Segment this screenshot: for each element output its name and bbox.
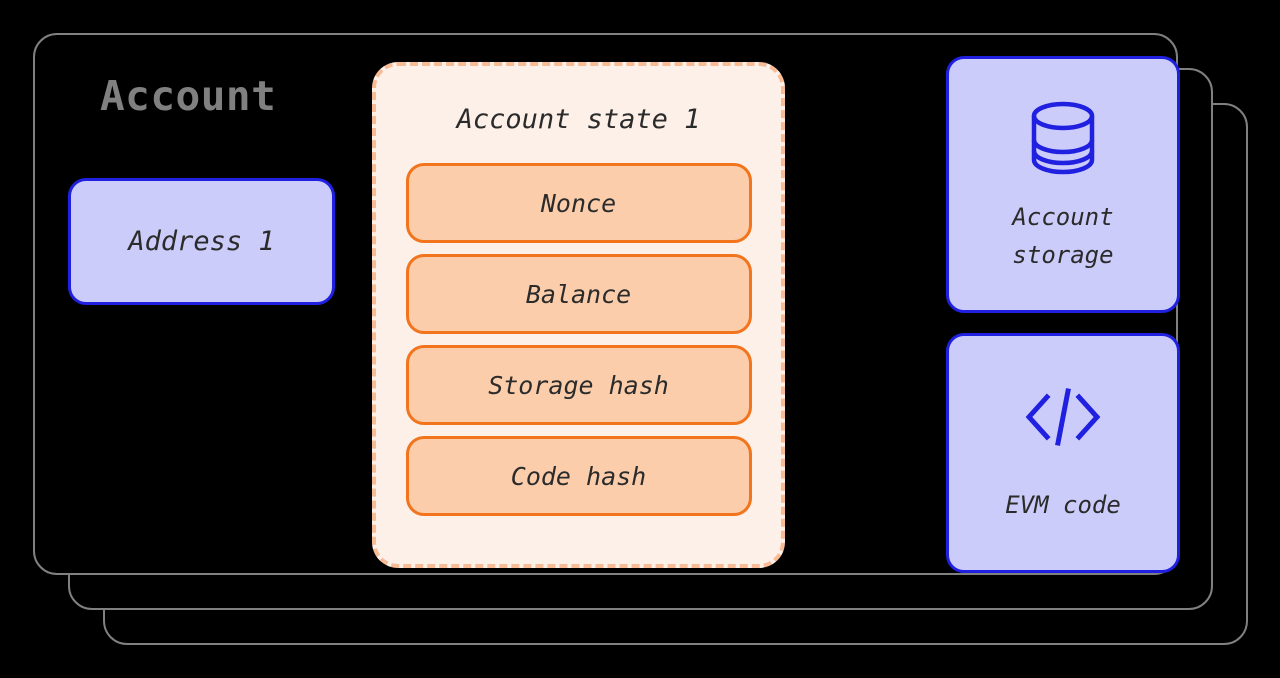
- address-box[interactable]: Address 1: [68, 178, 335, 305]
- field-code-hash-label: Code hash: [510, 461, 647, 491]
- evm-code-caption: EVM code: [1005, 491, 1121, 520]
- account-state-panel[interactable]: Account state 1 Nonce Balance Storage ha…: [372, 62, 785, 568]
- field-balance-label: Balance: [525, 279, 632, 309]
- account-storage-box[interactable]: Account storage: [946, 56, 1180, 313]
- field-storage-hash[interactable]: Storage hash: [405, 345, 752, 425]
- field-code-hash[interactable]: Code hash: [405, 436, 752, 516]
- database-icon: [1030, 99, 1096, 177]
- field-storage-hash-label: Storage hash: [488, 370, 669, 400]
- account-storage-caption: Account storage: [1012, 203, 1114, 269]
- code-brackets-icon: [1023, 387, 1103, 447]
- account-state-title: Account state 1: [456, 104, 701, 135]
- field-balance[interactable]: Balance: [405, 254, 752, 334]
- account-state-field-list: Nonce Balance Storage hash Code hash: [405, 163, 752, 516]
- field-nonce[interactable]: Nonce: [405, 163, 752, 243]
- field-nonce-label: Nonce: [540, 188, 617, 218]
- evm-code-box[interactable]: EVM code: [946, 333, 1180, 573]
- page-title: Account: [100, 72, 277, 120]
- address-label: Address 1: [128, 226, 275, 257]
